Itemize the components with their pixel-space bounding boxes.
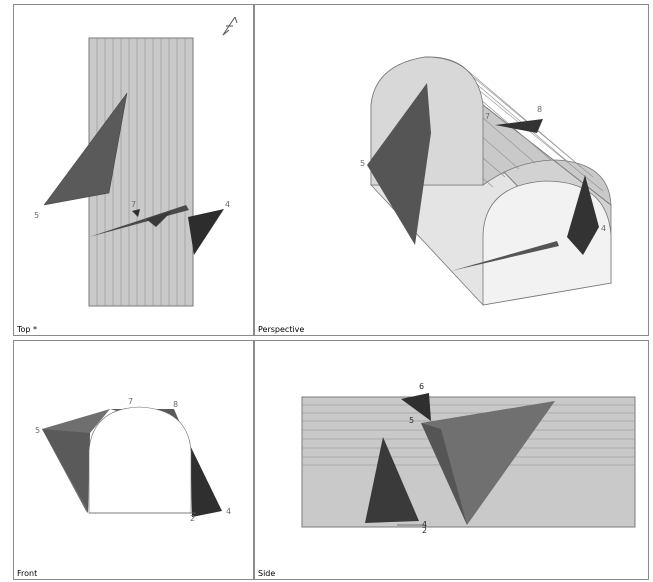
marker-front-8: 8 [173,400,178,409]
wedge-large [43,92,128,206]
wedge-small [146,211,172,227]
wedge-left [367,83,431,245]
side-view-canvas: 6 5 2 4 [301,382,636,535]
marker-persp-7: 7 [485,112,490,121]
front-view-canvas: 5 7 8 2 4 [35,397,231,523]
marker-side-4: 4 [422,520,427,529]
marker-top-5: 5 [34,211,39,220]
marker-top-7: 7 [131,200,136,209]
wedge-side [567,175,599,255]
wedge-right [188,209,224,255]
marker-front-2: 2 [190,514,195,523]
wedge-small-7 [132,209,140,217]
north-arrow-icon [222,16,238,36]
viewport-front[interactable]: 5 7 8 2 4 Front [13,340,254,580]
marker-persp-5: 5 [360,159,365,168]
marker-persp-8: 8 [537,105,542,114]
wedge-sliver-p [451,241,559,271]
front-wedge-left-dark [42,429,90,511]
marker-front-5: 5 [35,426,40,435]
viewport-label-side: Side [258,569,276,578]
wedge-sliver [89,205,189,237]
top-view-canvas: 5 7 4 [34,16,238,307]
viewport-label-perspective: Perspective [258,325,305,334]
side-wedge-small [401,393,431,421]
front-tunnel-opening [88,406,192,514]
side-wedge-left [365,437,419,523]
viewport-top[interactable]: 5 7 4 Top * [13,4,254,336]
front-wedge-right [186,437,222,517]
side-wedge-fan-dark [421,423,467,525]
tunnel-plan-grid [96,38,186,306]
marker-front-7: 7 [128,397,133,406]
marker-front-4: 4 [226,507,231,516]
viewport-label-front: Front [17,569,38,578]
viewport-label-top: Top * [17,325,38,334]
perspective-view-canvas: 5 7 8 4 [360,56,612,306]
viewport-side[interactable]: 6 5 2 4 Side [254,340,649,580]
marker-side-6: 6 [419,382,424,391]
marker-side-2: 2 [422,526,427,535]
wedge-top [495,119,543,133]
marker-side-5: 5 [409,416,414,425]
marker-persp-4: 4 [601,224,606,233]
marker-top-4: 4 [225,200,230,209]
viewport-perspective[interactable]: 5 7 8 4 Perspective [254,4,649,336]
tunnel-front-arch [482,180,612,306]
